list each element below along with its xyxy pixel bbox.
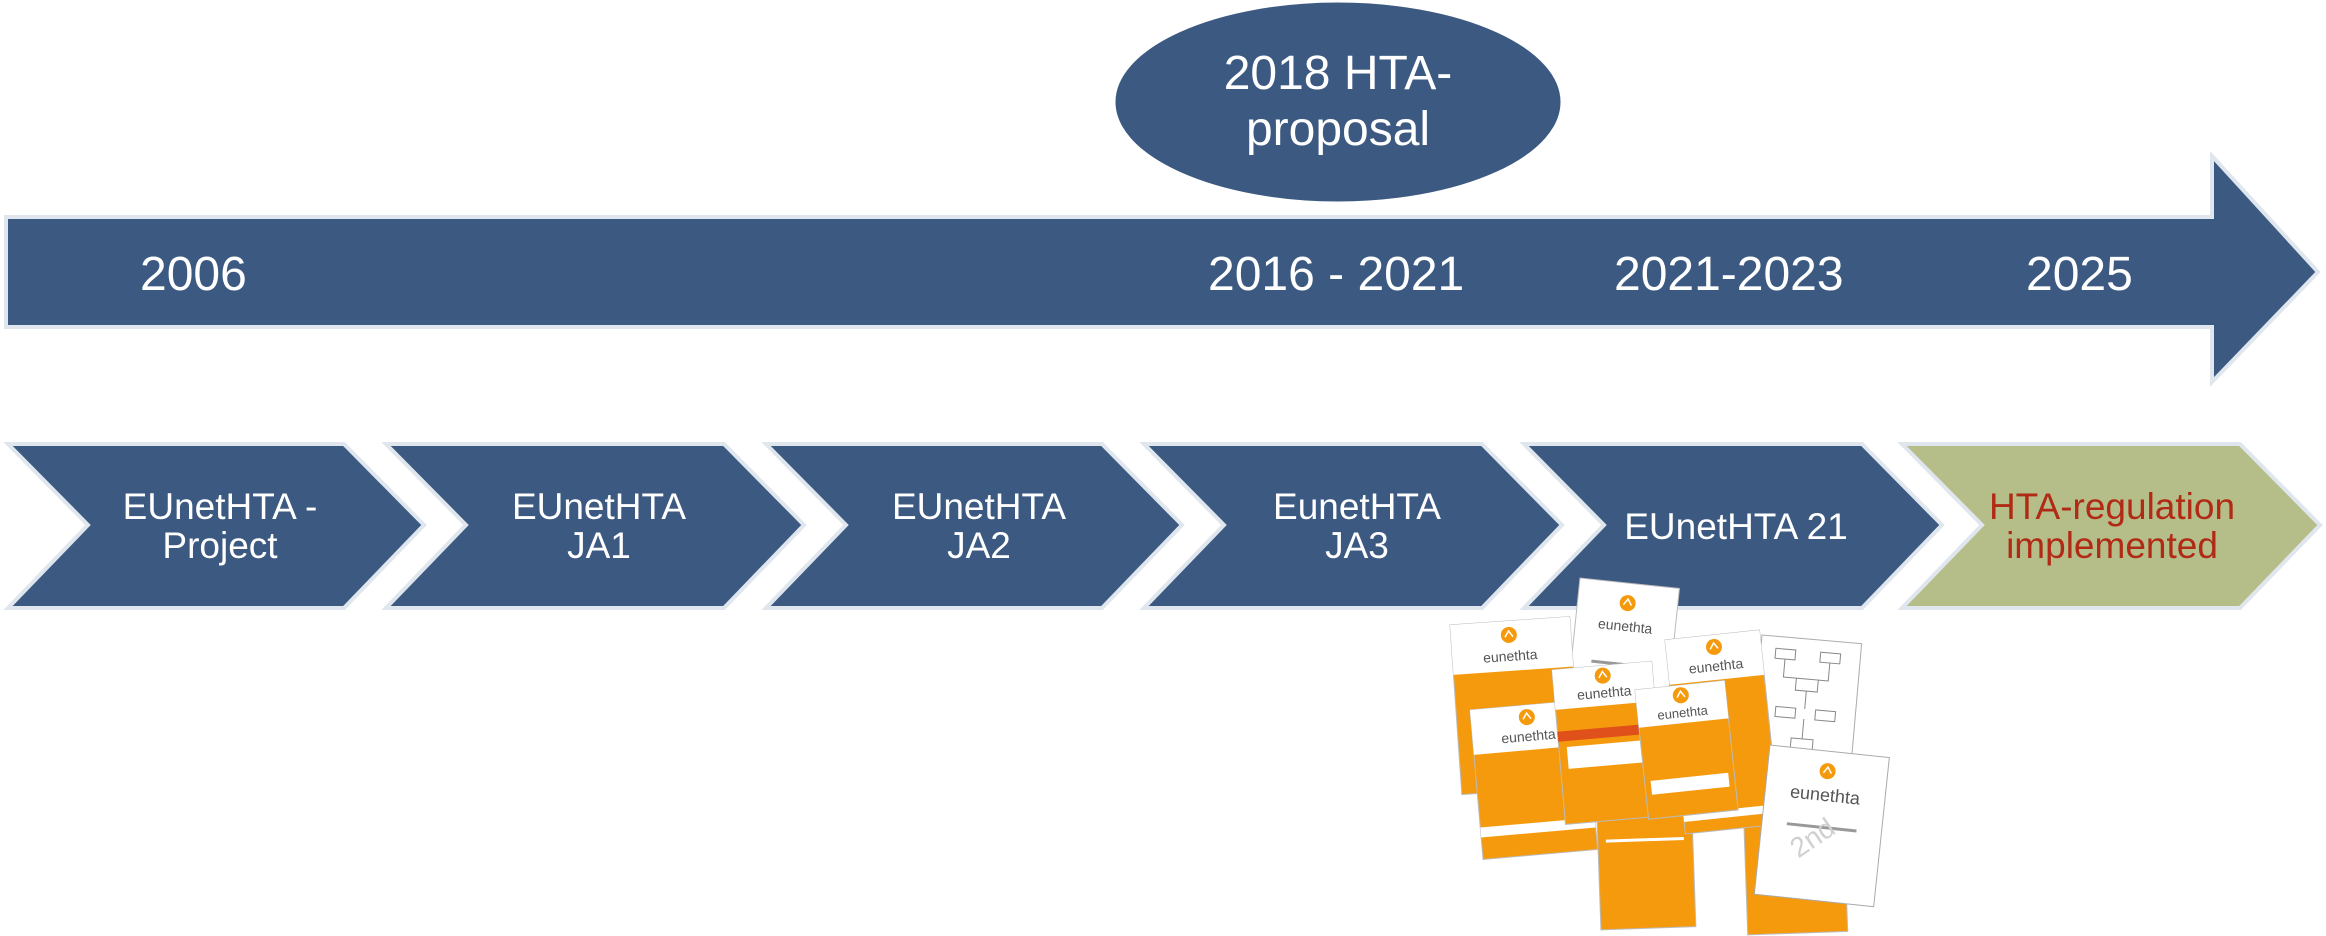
svg-text:eunethta: eunethta — [1576, 682, 1632, 703]
chevron-hta-regulation — [1897, 442, 2323, 610]
svg-text:eunethta: eunethta — [1501, 726, 1557, 747]
svg-text:eunethta: eunethta — [1657, 702, 1710, 722]
phase-label-eunethta-21: EUnetHTA 21 — [1624, 505, 1848, 547]
phase-chevrons — [3, 442, 2323, 610]
timeline-arrow — [4, 150, 2321, 387]
phase-label-ja2: EUnetHTA JA2 — [891, 486, 1067, 566]
phase-label-hta-regulation: HTA-regulation implemented — [1988, 486, 2236, 566]
chevron-ja3 — [1139, 442, 1565, 610]
eunethta-document-stack: eunethta eunethta eunethta — [1449, 577, 1890, 936]
phase-label-eunethta-project: EUnetHTA - Project — [122, 486, 318, 566]
phase-label-ja3: EunetHTA JA3 — [1273, 486, 1441, 566]
svg-text:eunethta: eunethta — [1483, 646, 1539, 666]
svg-text:eunethta: eunethta — [1688, 655, 1744, 677]
chevron-ja1 — [381, 442, 807, 610]
year-2021-2023: 2021-2023 — [1614, 248, 1844, 301]
chevron-eunethta-project — [3, 442, 427, 610]
year-2016-2021: 2016 - 2021 — [1208, 248, 1465, 301]
chevron-ja2 — [761, 442, 1185, 610]
svg-text:eunethta: eunethta — [1597, 615, 1653, 637]
phase-label-ja1: EUnetHTA JA1 — [511, 486, 687, 566]
milestone-oval-label: 2018 HTA- proposal — [1223, 47, 1453, 156]
year-2025: 2025 — [2026, 248, 2133, 301]
chevron-eunethta-21 — [1519, 442, 1945, 610]
milestone-oval — [1112, 0, 1564, 205]
year-2006: 2006 — [140, 248, 247, 301]
